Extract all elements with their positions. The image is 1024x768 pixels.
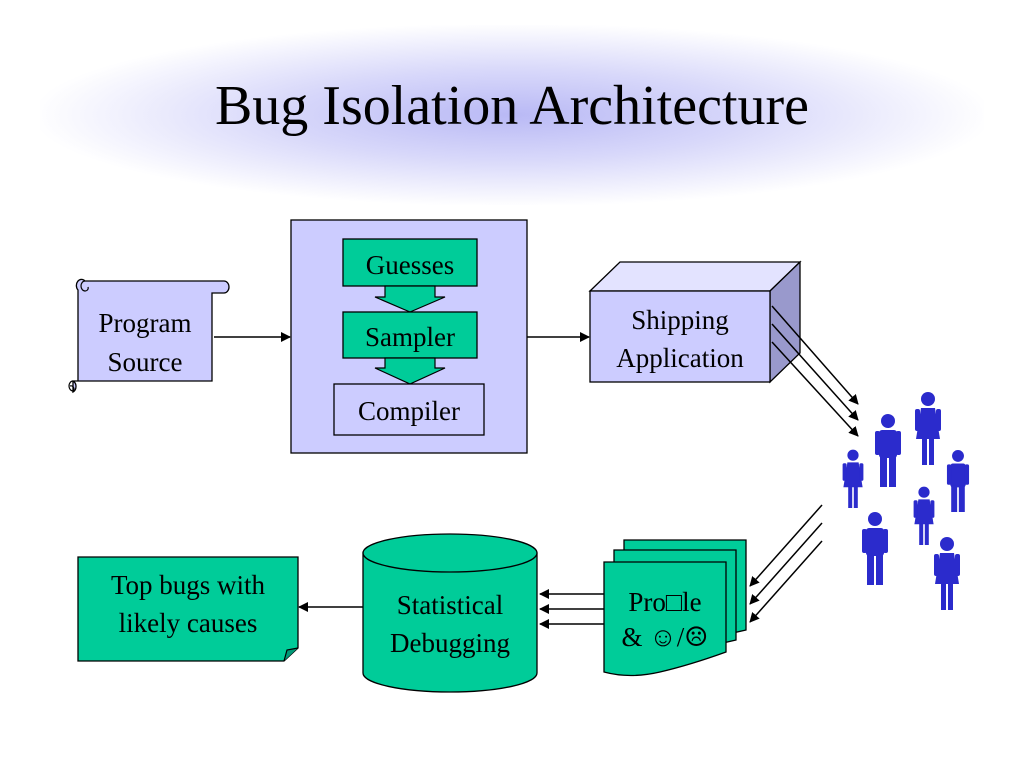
- debugging-label-2: Debugging: [390, 628, 510, 658]
- down-arrow-sampler-to-compiler: [374, 357, 446, 385]
- user-figure-icon: [913, 486, 935, 545]
- user-figure-icon: [946, 449, 970, 512]
- compiler-label: Compiler: [358, 396, 460, 426]
- profile-label-2: & ☺/☹: [621, 622, 708, 652]
- guesses-box: [342, 238, 478, 287]
- guesses-label: Guesses: [366, 250, 455, 280]
- top-bugs-label-2: likely causes: [119, 608, 258, 638]
- compiler-box: [333, 383, 485, 436]
- sampler-label: Sampler: [365, 322, 455, 352]
- arrow-users-to-profile-1: [749, 504, 823, 587]
- arrow-ship-to-users-3: [771, 341, 859, 437]
- down-arrow-guesses-to-sampler: [374, 285, 446, 313]
- top-bugs-label-1: Top bugs with: [111, 570, 266, 600]
- shipping-label-2: Application: [616, 343, 744, 373]
- arrow-ship-to-users-1: [771, 305, 859, 405]
- debugging-label-1: Statistical: [397, 590, 503, 620]
- program-source-label-1: Program: [99, 308, 192, 338]
- user-figure-icon: [915, 392, 941, 465]
- slide-title: Bug Isolation Architecture: [214, 75, 810, 137]
- user-figure-icon: [842, 449, 864, 508]
- arrow-ship-to-users-2: [771, 323, 859, 421]
- title-glow: [40, 25, 984, 205]
- top-bugs-note: Top bugs with likely causes: [77, 556, 299, 662]
- user-figure-icon: [875, 414, 901, 487]
- arrow-users-to-profile-3: [749, 540, 823, 623]
- program-source-scroll: Program Source: [68, 278, 230, 394]
- shipping-label-1: Shipping: [631, 305, 729, 335]
- user-figure-icon: [934, 537, 960, 610]
- profile-label-1: Pro□le: [628, 587, 701, 617]
- statistical-debugging-cylinder: Statistical Debugging: [362, 533, 538, 693]
- user-figure-icon: [862, 512, 888, 585]
- user-figures: [842, 392, 970, 610]
- program-source-label-2: Source: [108, 347, 183, 377]
- profile-documents: Pro□le & ☺/☹: [603, 539, 747, 677]
- shipping-application-box: Shipping Application: [588, 260, 802, 384]
- arrow-users-to-profile-2: [749, 522, 823, 605]
